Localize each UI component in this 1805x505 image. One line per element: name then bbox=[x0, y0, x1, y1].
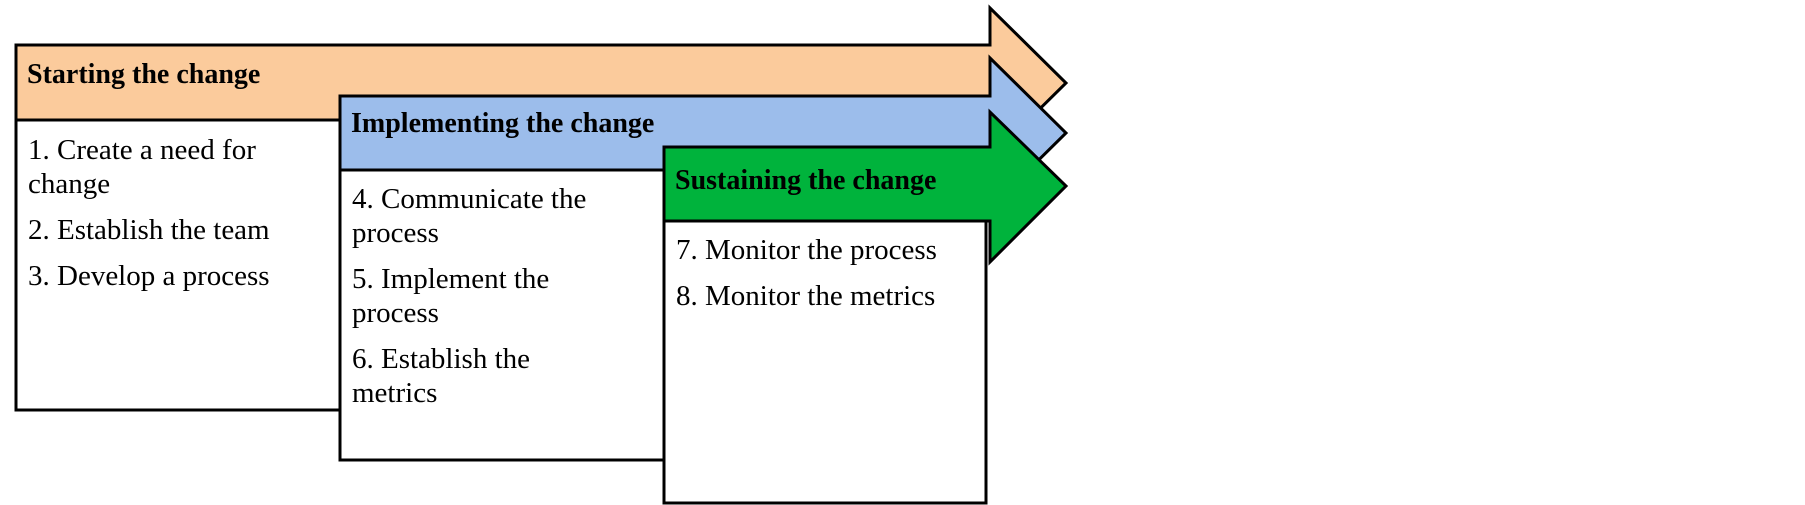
step-item: 2. Establish the team bbox=[28, 214, 270, 246]
step-item: 8. Monitor the metrics bbox=[676, 280, 936, 312]
step-item: 3. Develop a process bbox=[28, 260, 270, 292]
step-item: 7. Monitor the process bbox=[676, 234, 937, 266]
step-item: 6. Establish the metrics bbox=[352, 343, 531, 409]
phase-1-title: Starting the change bbox=[27, 59, 261, 90]
phase-3-steps: 7. Monitor the process 8. Monitor the me… bbox=[676, 233, 986, 325]
step-item: 4. Communicate the process bbox=[352, 183, 587, 249]
phase-3-box bbox=[662, 218, 988, 505]
phase-3-arrow bbox=[662, 108, 1069, 266]
phase-3-title: Sustaining the change bbox=[675, 165, 937, 196]
step-item: 5. Implement the process bbox=[352, 263, 550, 329]
phase-1-steps: 1. Create a need for change 2. Establish… bbox=[28, 133, 328, 305]
step-item: 1. Create a need for change bbox=[28, 134, 256, 200]
phase-2-steps: 4. Communicate the process 5. Implement … bbox=[352, 182, 622, 422]
phase-2-title: Implementing the change bbox=[351, 108, 655, 139]
